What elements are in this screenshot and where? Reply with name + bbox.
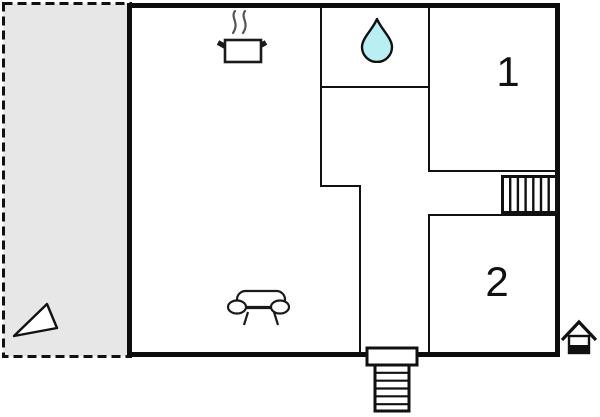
north-arrow-icon [12,302,59,338]
stairs-icon [501,175,558,214]
entrance-steps-icon [365,346,419,413]
wall-hall-jog [320,185,361,187]
wall-room2-top [428,214,556,216]
wall-bathroom-left [320,8,322,187]
sofa-icon [226,289,290,326]
terrace-outline [2,2,132,358]
wall-bathroom-bottom [320,86,430,88]
house-entrance-icon [560,319,598,355]
room-1-label: 1 [496,48,520,95]
wall-room2-left [428,214,430,353]
wall-hall-right [428,8,430,172]
terrace-area [2,2,132,358]
building-outline [127,3,560,357]
cooking-pot-icon [216,9,268,64]
water-drop-icon [360,17,394,63]
wall-room1-bottom [428,170,556,172]
room-2-label: 2 [485,258,509,305]
wall-hall-left [359,185,361,353]
